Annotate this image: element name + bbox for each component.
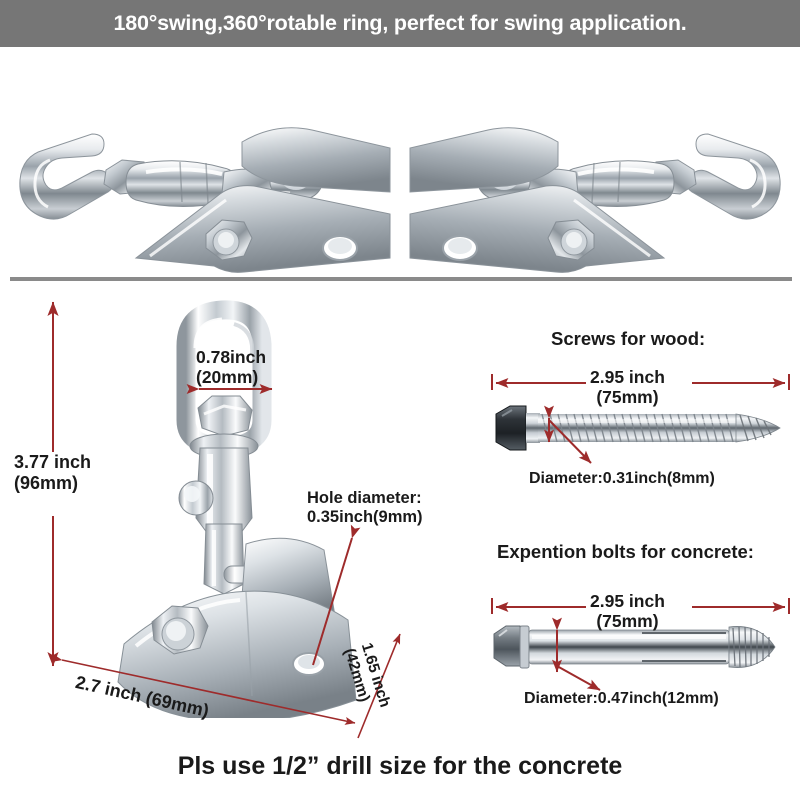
- screws-diameter-label: Diameter:0.31inch(8mm): [529, 470, 715, 487]
- screws-section-title: Screws for wood:: [551, 328, 706, 349]
- bolts-section-title: Expention bolts for concrete:: [497, 541, 754, 562]
- section-divider: [10, 277, 792, 281]
- dimension-label-ring-opening: 0.78inch (20mm): [196, 347, 267, 387]
- screws-length-label: 2.95 inch (75mm): [590, 367, 665, 407]
- header-banner: [0, 0, 800, 47]
- bolts-diameter-label: Diameter:0.47inch(12mm): [524, 690, 719, 707]
- dimension-label-height: 3.77 inch (96mm): [14, 452, 92, 493]
- bolts-length-label: 2.95 inch (75mm): [590, 591, 665, 631]
- wood-screw-illustration: [495, 405, 781, 451]
- product-photo-right: [409, 127, 781, 273]
- banner-title: 180°swing,360°rotable ring, perfect for …: [113, 11, 687, 35]
- expansion-bolt-illustration: [493, 625, 776, 669]
- product-photo-left: [19, 127, 391, 273]
- footer-note: Pls use 1/2” drill size for the concrete: [177, 752, 623, 780]
- dimension-label-hole-diameter: Hole diameter: 0.35inch(9mm): [307, 489, 423, 526]
